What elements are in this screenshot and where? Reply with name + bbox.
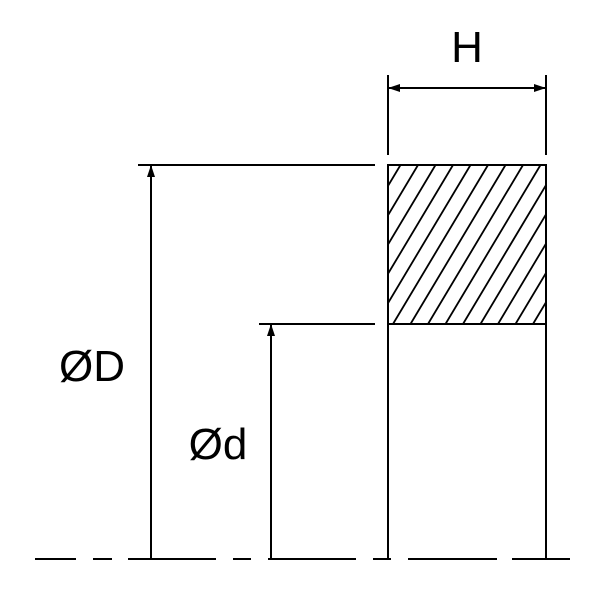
hatch-line [392,165,489,324]
hatch-line [514,271,546,324]
hatch-line [388,165,419,217]
hatch-line [388,165,437,247]
od-label: ØD [59,342,125,391]
hatch-line [388,165,472,305]
cross-section [387,164,547,325]
hatch-line [427,165,524,324]
hatch-line [479,212,546,324]
hatch-line [444,165,542,324]
hatch-line [462,183,546,324]
h-label: H [451,23,483,72]
hatch-line [551,165,600,324]
hatch-line [388,165,454,276]
hatch-line [288,165,383,324]
id-label: Ød [189,420,248,469]
section-hatching [288,165,600,324]
hatch-line [388,165,402,188]
hatch-line [497,241,546,324]
hatch-line [409,165,507,324]
